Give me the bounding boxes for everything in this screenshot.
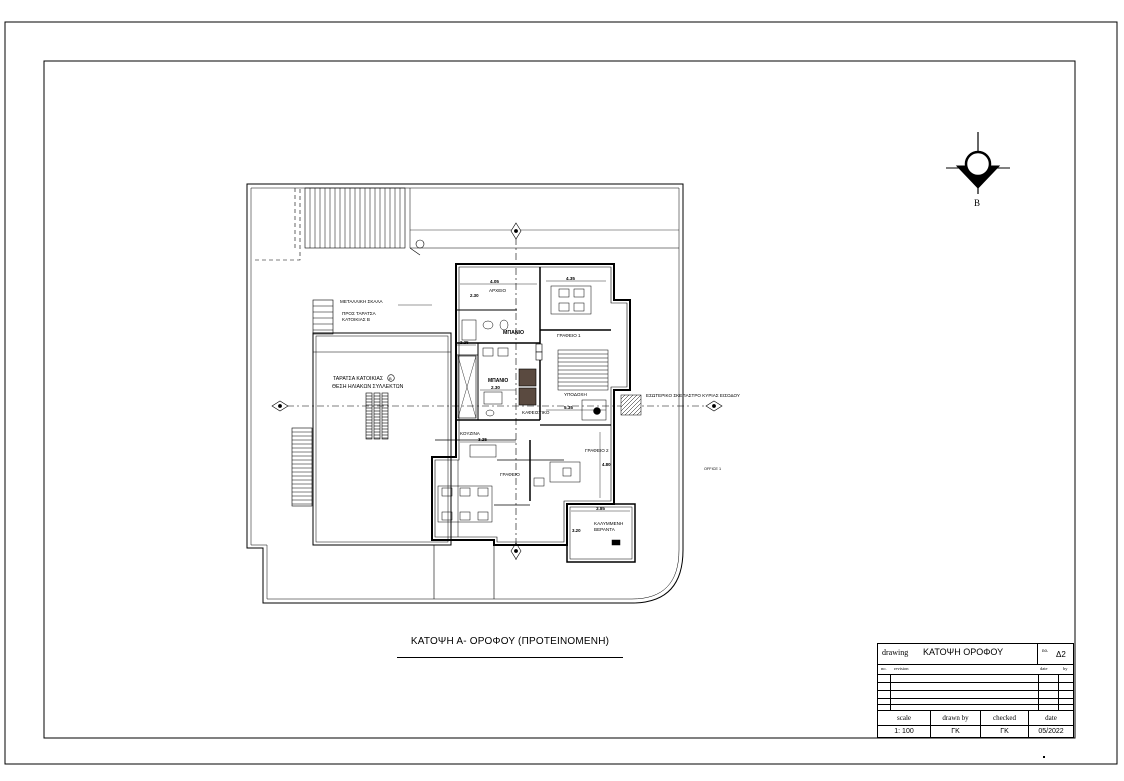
bottom-extension <box>398 239 495 599</box>
rev-line <box>878 704 1073 705</box>
label-skylight: ΕΣΩΤΕΡΙΚΟ ΣΚΕΠΑΣΤΡΟ ΚΥΡΙΑΣ ΕΙΣΟΔΟΥ <box>646 393 740 398</box>
furniture <box>437 285 621 546</box>
checked-cell: checked ΓΚ <box>980 711 1028 738</box>
service-shafts <box>518 343 543 406</box>
covered-veranda: ΚΑΛΥΜΜΕΝΗ ΒΕΡΑΝΤΑ <box>566 503 636 563</box>
scale-value: 1: 100 <box>894 728 914 735</box>
label-veranda-1: ΚΑΛΥΜΜΕΝΗ <box>594 521 623 526</box>
label-to-terrace-2: ΚΑΤΟΙΚΙΑΣ Β <box>342 317 370 322</box>
solar-panel <box>365 392 373 440</box>
label-office1: ΓΡΑΦΕΙΟ 1 <box>557 333 581 338</box>
title-block-footer: scale 1: 100 drawn by ΓΚ checked ΓΚ date… <box>878 710 1073 738</box>
building-walls <box>431 263 631 546</box>
label-solar: ΘΕΣΗ ΗΛΙΑΚΩΝ ΣΥΛΛΕΚΤΩΝ <box>332 384 404 390</box>
dim-kitchen-w: 3.25 <box>478 437 487 442</box>
label-cafe: ΚΑΦΕΙΣΤΙΚΟ <box>522 410 550 415</box>
solar-collectors <box>365 392 389 440</box>
date-cell: date 05/2022 <box>1028 711 1073 738</box>
revision-table: no. revision date by <box>878 664 1073 710</box>
rev-line <box>878 682 1073 683</box>
rev-line <box>878 698 1073 699</box>
label-metal-stair: ΜΕΤΑΛΛΙΚΗ ΣΚΑΛΑ <box>340 299 384 304</box>
site-boundary <box>246 183 684 604</box>
rev-date-header: date <box>1040 666 1048 671</box>
outer-border <box>4 21 1118 765</box>
compass-label: B <box>974 198 980 208</box>
label-reception: ΥΠΟΔΟΧΗ <box>564 392 587 397</box>
dim-archive-h: 2.30 <box>470 293 479 298</box>
checked-label: checked <box>981 711 1028 726</box>
rev-line <box>878 690 1073 691</box>
exterior-stair-top <box>255 187 406 261</box>
label-archive: ΑΡΧΕΙΟ <box>489 288 507 293</box>
inner-border <box>43 60 1076 739</box>
drawing-value: ΚΑΤΟΨΗ ΟΡΟΦΟΥ <box>923 647 1004 657</box>
date-label: date <box>1029 711 1073 726</box>
drawn-by-label: drawn by <box>931 711 980 726</box>
title-block-drawing-row: drawing ΚΑΤΟΨΗ ΟΡΟΦΟΥ no. Δ2 <box>878 644 1073 665</box>
rev-by-header: by <box>1063 666 1068 671</box>
solar-panel <box>373 392 381 440</box>
label-office-note: OFFICE 1 <box>704 467 721 471</box>
dim-veranda-h: 3.20 <box>572 528 581 533</box>
label-office3: ΓΡΑΦΕΙΟ <box>500 472 520 477</box>
label-terrace-mark: Β <box>389 376 392 381</box>
drawing-title: ΚΑΤΟΨΗ Α- ΟΡΟΦΟΥ (ΠΡΟΤΕΙΝΟΜΕΝΗ) <box>410 636 610 647</box>
drawn-by-value: ΓΚ <box>951 728 960 735</box>
drawing-number-value: Δ2 <box>1056 650 1066 659</box>
title-block: drawing ΚΑΤΟΨΗ ΟΡΟΦΟΥ no. Δ2 no. revisio… <box>877 643 1074 738</box>
dim-bath2-w: 2.30 <box>491 385 500 390</box>
exterior-stair-left <box>291 427 313 507</box>
metal-stair: ΜΕΤΑΛΛΙΚΗ ΣΚΑΛΑ ΠΡΟΣ ΤΑΡΑΤΣΑ ΚΑΤΟΙΚΙΑΣ Β <box>312 299 384 335</box>
drawing-title-underline <box>397 657 623 658</box>
label-kitchen: ΚΟΥΖΙΝΑ <box>460 431 481 436</box>
interior-stair <box>557 349 609 391</box>
solar-panel <box>381 392 389 440</box>
terrace-area: ΤΑΡΑΤΣΑ ΚΑΤΟΙΚΙΑΣ Β ΘΕΣΗ ΗΛΙΑΚΩΝ ΣΥΛΛΕΚΤ… <box>312 332 452 546</box>
rev-vline <box>1058 674 1059 710</box>
rev-revision-header: revision <box>894 666 909 671</box>
date-value: 05/2022 <box>1038 728 1064 735</box>
dimensions: 4.05 4.35 2.30 2.25 2.30 5.35 3.25 4.80 … <box>456 276 630 533</box>
rev-vline <box>890 674 891 710</box>
rev-line <box>878 674 1073 675</box>
label-bathroom2: ΜΠΑΝΙΟ <box>488 378 508 384</box>
edge-tick <box>1043 756 1045 758</box>
drawing-label: drawing <box>882 648 909 657</box>
rev-no-header: no. <box>881 666 887 671</box>
drawn-by-cell: drawn by ΓΚ <box>930 711 980 738</box>
section-line-horizontal <box>271 400 723 412</box>
scale-cell: scale 1: 100 <box>878 711 930 738</box>
dim-archive-w: 4.05 <box>490 279 499 284</box>
skylight-hatch <box>620 394 642 416</box>
drawing-number-box: no. Δ2 <box>1037 644 1074 664</box>
label-terrace: ΤΑΡΑΤΣΑ ΚΑΤΟΙΚΙΑΣ <box>333 376 383 382</box>
north-compass-icon: B <box>946 132 1010 208</box>
label-veranda-2: ΒΕΡΑΝΤΑ <box>594 527 616 532</box>
checked-value: ΓΚ <box>1000 728 1009 735</box>
label-office2: ΓΡΑΦΕΙΟ 2 <box>585 448 609 453</box>
rev-vline <box>1038 674 1039 710</box>
label-bathroom1: ΜΠΑΝΙΟ <box>503 330 524 336</box>
scale-label: scale <box>878 711 930 726</box>
room-labels: ΑΡΧΕΙΟ ΓΡΑΦΕΙΟ 1 ΜΠΑΝΙΟ ΜΠΑΝΙΟ ΥΠΟΔΟΧΗ Κ… <box>460 288 740 477</box>
drawing-number-label: no. <box>1042 649 1049 654</box>
dim-veranda-w: 3.85 <box>596 506 605 511</box>
dim-office2-h: 4.80 <box>602 462 611 467</box>
dim-office1-w: 4.35 <box>566 276 575 281</box>
label-to-terrace-1: ΠΡΟΣ ΤΑΡΑΤΣΑ <box>342 311 377 316</box>
section-line-vertical <box>510 222 522 560</box>
dim-bath-w: 2.25 <box>460 340 469 345</box>
dim-reception-w: 5.35 <box>564 405 573 410</box>
